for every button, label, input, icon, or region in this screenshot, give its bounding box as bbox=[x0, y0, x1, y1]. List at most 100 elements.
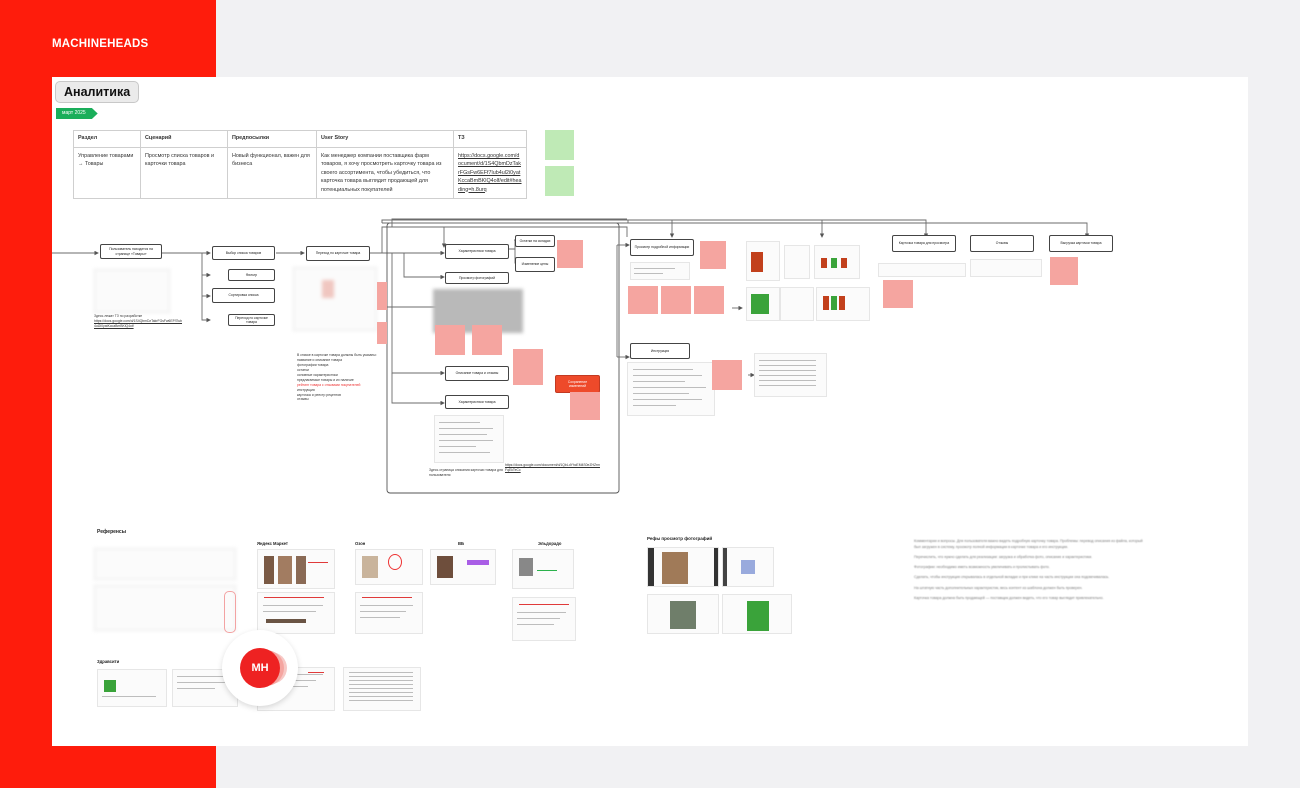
comment-paragraph: Перечислить, что нужно сделать для реали… bbox=[914, 555, 1093, 560]
screenshot-thumbnail[interactable] bbox=[293, 267, 377, 331]
whiteboard-canvas[interactable]: Аналитика март 2025 Раздел Сценарий Пред… bbox=[52, 77, 1248, 746]
reference-thumbnail[interactable] bbox=[355, 592, 423, 634]
fields-note: В списке в карточке товара должны быть у… bbox=[297, 353, 385, 402]
table-header: Раздел bbox=[73, 130, 141, 148]
screenshot-thumbnail[interactable] bbox=[94, 269, 170, 313]
sticky-note[interactable] bbox=[377, 322, 387, 344]
sticky-note[interactable] bbox=[435, 325, 465, 355]
highlight-outline bbox=[224, 591, 236, 633]
reference-thumbnail[interactable] bbox=[94, 585, 236, 631]
photo-reference-thumbnail[interactable] bbox=[722, 547, 774, 587]
photo-reference-thumbnail[interactable] bbox=[647, 594, 719, 634]
product-card-thumbnail[interactable] bbox=[746, 287, 780, 321]
flow-node[interactable]: Инструкция bbox=[630, 343, 690, 359]
board-title[interactable]: Аналитика bbox=[55, 81, 140, 103]
comment-paragraph: На штатную часть дополнительных характер… bbox=[914, 585, 1083, 590]
avatar[interactable]: MH bbox=[222, 630, 298, 706]
reference-thumbnail[interactable] bbox=[355, 549, 423, 585]
comment-paragraph: Карточка товара должна быть продающей — … bbox=[914, 595, 1104, 600]
sticky-note[interactable] bbox=[700, 241, 726, 269]
reference-thumbnail[interactable] bbox=[257, 592, 335, 634]
screenshot-thumbnail[interactable] bbox=[630, 262, 690, 280]
spec-link[interactable]: https://docs.google.com/document/d/1S4Qb… bbox=[453, 147, 527, 199]
table-cell: Управление товарами → Товары bbox=[73, 147, 141, 199]
flow-node[interactable]: Фильтр bbox=[228, 269, 275, 281]
sticky-note[interactable] bbox=[377, 282, 387, 310]
sticky-note[interactable] bbox=[557, 240, 583, 268]
doc-link[interactable]: https://docs.google.com/d/1S4QbmDzTakrFG… bbox=[94, 318, 183, 328]
product-card-thumbnail[interactable] bbox=[816, 287, 870, 321]
sticky-note[interactable] bbox=[472, 325, 502, 355]
reference-group-title: Здравсити bbox=[97, 659, 120, 664]
photo-refs-title: Рефы просмотр фотографий bbox=[647, 536, 713, 541]
doc-link[interactable]: https://docs.google.com/document/d/1QbLd… bbox=[505, 463, 600, 472]
sticky-note[interactable] bbox=[1050, 257, 1078, 285]
flow-node[interactable]: Характеристики товара bbox=[445, 395, 509, 409]
reference-thumbnail[interactable] bbox=[94, 548, 236, 580]
reference-thumbnail[interactable] bbox=[512, 597, 576, 641]
sticky-note[interactable] bbox=[545, 166, 574, 196]
fields-item: отзывы bbox=[297, 397, 309, 402]
reference-group-title: Озон bbox=[355, 541, 366, 546]
flow-node[interactable]: Переход по карточке товара bbox=[306, 246, 370, 261]
sticky-note[interactable] bbox=[513, 349, 543, 385]
product-card-thumbnail[interactable] bbox=[780, 287, 814, 321]
flow-node[interactable]: Остатки на складах bbox=[515, 235, 555, 247]
table-header: Предпосылки bbox=[227, 130, 317, 148]
flow-node[interactable]: Сортировка списка bbox=[212, 288, 275, 303]
fields-item: инструкция bbox=[297, 387, 315, 392]
sticky-note[interactable] bbox=[628, 286, 658, 314]
sticky-note[interactable] bbox=[570, 392, 600, 420]
flow-node[interactable]: Отзывы bbox=[970, 235, 1034, 252]
table-cell: Новый функционал, важен для бизнеса bbox=[227, 147, 317, 199]
flow-node[interactable]: Изменение цены bbox=[515, 257, 555, 272]
comment-paragraph: Комментарии и вопросы. Для пользователя … bbox=[914, 539, 1143, 550]
product-card-thumbnail[interactable] bbox=[746, 241, 780, 281]
sticky-note[interactable] bbox=[661, 286, 691, 314]
flow-node[interactable]: Выбор списка товаров bbox=[212, 246, 275, 260]
avatar-initials: MH bbox=[240, 648, 280, 688]
photo-reference-thumbnail[interactable] bbox=[647, 547, 719, 587]
links-note: Здесь лежат ТЗ по разработке https://doc… bbox=[94, 314, 182, 329]
flow-node[interactable]: Пользователь находится на странице «Това… bbox=[100, 244, 162, 259]
reference-thumbnail[interactable] bbox=[430, 549, 496, 585]
reference-group-title: ВБ bbox=[458, 541, 465, 546]
flow-node[interactable]: Карточка товара для просмотра bbox=[892, 235, 956, 252]
sticky-note[interactable] bbox=[712, 360, 742, 390]
date-tag: март 2025 bbox=[56, 108, 98, 119]
flow-node[interactable]: Описание товара и отзывы bbox=[445, 366, 509, 381]
flow-node[interactable]: Просмотр фотографий bbox=[445, 272, 509, 284]
sticky-note[interactable] bbox=[883, 280, 913, 308]
links-note-title: Здесь лежат ТЗ по разработке bbox=[94, 314, 143, 318]
comments-block: Комментарии и вопросы. Для пользователя … bbox=[914, 538, 1146, 605]
comment-paragraph: Фотографии: необходимо иметь возможность… bbox=[914, 565, 1050, 570]
table-cell: Как менеджер компании поставщика фарм то… bbox=[316, 147, 454, 199]
comment-paragraph: Сделать, чтобы инструкция открывалась в … bbox=[914, 575, 1110, 580]
flow-node[interactable]: Просмотр подробной информации bbox=[630, 239, 694, 256]
reference-thumbnail[interactable] bbox=[257, 549, 335, 589]
screenshot-thumbnail[interactable] bbox=[754, 353, 827, 397]
fields-item: название и описание товара bbox=[297, 357, 342, 362]
flow-node[interactable]: Переход по карточке товара bbox=[228, 314, 275, 326]
fields-item: основные характеристики bbox=[297, 372, 338, 377]
screenshot-thumbnail[interactable] bbox=[878, 263, 966, 277]
brand-logo: MACHINEHEADS bbox=[52, 38, 149, 50]
flow-node[interactable]: Выгрузка карточки товара bbox=[1049, 235, 1113, 252]
sticky-note[interactable] bbox=[545, 130, 574, 160]
reference-thumbnail[interactable] bbox=[512, 549, 574, 589]
reference-group-title: Эльдорадо bbox=[538, 541, 562, 546]
photo-reference-thumbnail[interactable] bbox=[722, 594, 792, 634]
product-card-thumbnail[interactable] bbox=[814, 245, 860, 279]
screenshot-thumbnail[interactable] bbox=[627, 362, 715, 416]
sticky-note[interactable] bbox=[694, 286, 724, 314]
bottom-note: Здесь страница описания карточки товара … bbox=[429, 468, 503, 477]
screenshot-thumbnail[interactable] bbox=[434, 415, 504, 463]
product-card-thumbnail[interactable] bbox=[784, 245, 810, 279]
fields-item: фотографии товара bbox=[297, 362, 329, 367]
reference-thumbnail[interactable] bbox=[97, 669, 167, 707]
flow-node[interactable]: Характеристики товара bbox=[445, 244, 509, 259]
screenshot-thumbnail[interactable] bbox=[970, 259, 1042, 277]
flow-node-save[interactable]: Сохранение изменений bbox=[555, 375, 600, 393]
table-cell: Просмотр списка товаров и карточки товар… bbox=[140, 147, 228, 199]
reference-thumbnail[interactable] bbox=[343, 667, 421, 711]
